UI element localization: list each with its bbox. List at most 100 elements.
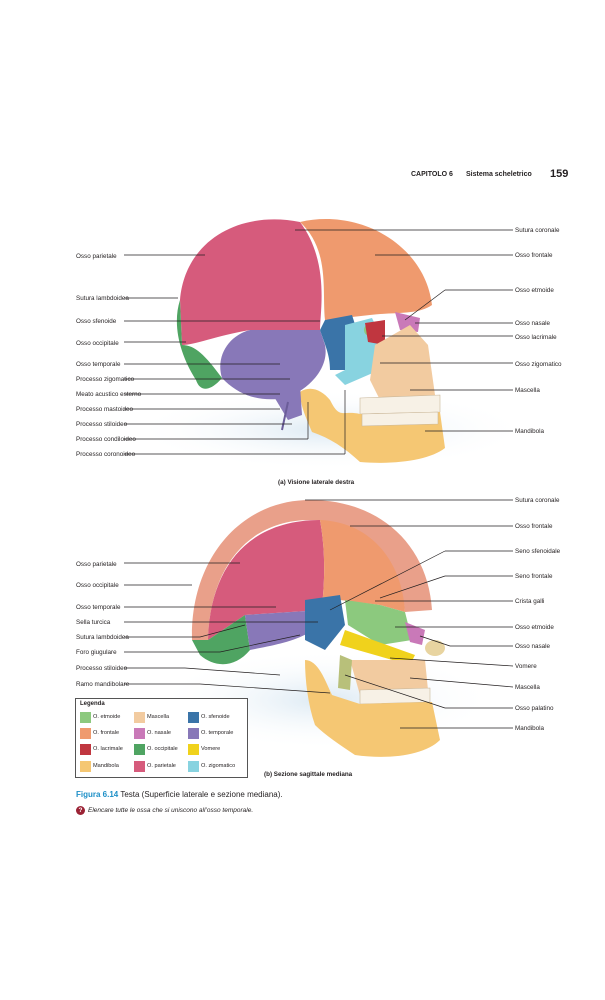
skull-lateral-view bbox=[130, 219, 530, 470]
legend-swatch bbox=[134, 744, 145, 755]
section-title: Sistema scheletrico bbox=[466, 171, 532, 178]
legend-swatch bbox=[134, 728, 145, 739]
legend-title: Legenda bbox=[80, 701, 105, 707]
lacrimal-bone bbox=[365, 320, 385, 345]
legend-swatch bbox=[80, 728, 91, 739]
label-a-lacrimal: Osso lacrimale bbox=[515, 334, 557, 341]
legend-swatch bbox=[134, 761, 145, 772]
parietal-bone bbox=[180, 219, 322, 345]
label-b-crista-galli: Crista galli bbox=[515, 598, 544, 605]
frontal-bone bbox=[300, 219, 432, 320]
legend-item: O. temporale bbox=[188, 728, 233, 739]
label-b-temporal: Osso temporale bbox=[76, 604, 121, 611]
upper-teeth bbox=[359, 687, 431, 705]
label-a-frontal: Osso frontale bbox=[515, 252, 553, 259]
label-a-mastoid: Processo mastoideo bbox=[76, 406, 134, 413]
chapter-label: CAPITOLO 6 bbox=[411, 171, 453, 178]
label-a-acoustic-meatus: Meato acustico esterno bbox=[76, 391, 142, 398]
legend-swatch bbox=[80, 744, 91, 755]
temporal-bone bbox=[220, 330, 326, 400]
legend-item: Mascella bbox=[134, 712, 169, 723]
label-a-zygomatic-process: Processo zigomatico bbox=[76, 376, 135, 383]
legend-item: O. occipitale bbox=[134, 744, 178, 755]
label-b-sphenoid-sinus: Seno sfenoidale bbox=[515, 548, 561, 555]
label-b-styloid: Processo stiloideo bbox=[76, 665, 128, 672]
nasal-bone bbox=[395, 312, 420, 332]
label-a-ethmoid: Osso etmoide bbox=[515, 287, 554, 294]
label-a-condyloid: Processo condiloideo bbox=[76, 436, 136, 443]
legend-swatch bbox=[80, 712, 91, 723]
label-b-mandible: Mandibola bbox=[515, 725, 545, 732]
label-a-occipital: Osso occipitale bbox=[76, 340, 119, 347]
label-b-nasal: Osso nasale bbox=[515, 643, 550, 650]
maxilla bbox=[350, 660, 428, 695]
occipital-bone bbox=[176, 300, 222, 389]
page-number: 159 bbox=[550, 168, 569, 180]
label-b-palatine: Osso palatino bbox=[515, 705, 554, 712]
label-a-maxilla: Mascella bbox=[515, 387, 540, 394]
upper-teeth bbox=[359, 394, 441, 415]
legend-box: Legenda O. etmoide Mascella O. sfenoide … bbox=[75, 698, 248, 778]
nasal-cartilage bbox=[425, 640, 445, 656]
label-a-mandible: Mandibola bbox=[515, 428, 545, 435]
temporal-bone bbox=[245, 610, 322, 650]
label-a-temporal: Osso temporale bbox=[76, 361, 121, 368]
frontal-bone bbox=[320, 520, 405, 612]
legend-swatch bbox=[188, 761, 199, 772]
subtitle-a: (a) Visione laterale destra bbox=[278, 479, 355, 486]
label-a-coronoid: Processo coronoideo bbox=[76, 451, 136, 458]
styloid-process bbox=[281, 401, 289, 431]
legend-item: Mandibola bbox=[80, 761, 119, 772]
label-a-coronal-suture: Sutura coronale bbox=[515, 227, 560, 234]
label-b-vomer: Vomere bbox=[515, 663, 537, 670]
review-question: ?Elencare tutte le ossa che si uniscono … bbox=[76, 806, 253, 815]
legend-item: O. sfenoide bbox=[188, 712, 230, 723]
label-b-mandibular-ramus: Ramo mandibolare bbox=[76, 681, 130, 688]
question-icon: ? bbox=[76, 806, 85, 815]
question-text: Elencare tutte le ossa che si uniscono a… bbox=[88, 807, 254, 814]
legend-swatch bbox=[80, 761, 91, 772]
lower-teeth bbox=[361, 411, 439, 427]
label-b-coronal-suture: Sutura coronale bbox=[515, 497, 560, 504]
legend-item: O. parietale bbox=[134, 761, 176, 772]
palatine-bone bbox=[338, 655, 352, 690]
caption-text: Testa (Superficie laterale e sezione med… bbox=[118, 790, 283, 799]
legend-swatch bbox=[188, 728, 199, 739]
vomer bbox=[340, 630, 415, 665]
legend-item: O. zigomatico bbox=[188, 761, 235, 772]
legend-item: O. etmoide bbox=[80, 712, 120, 723]
figure-caption: Figura 6.14 Testa (Superficie laterale e… bbox=[76, 790, 283, 799]
maxilla bbox=[370, 325, 435, 400]
legend-item: O. frontale bbox=[80, 728, 119, 739]
label-b-occipital: Osso occipitale bbox=[76, 582, 119, 589]
label-b-frontal-sinus: Seno frontale bbox=[515, 573, 553, 580]
label-a-parietal: Osso parietale bbox=[76, 253, 117, 260]
mandible bbox=[305, 660, 440, 757]
legend-swatch bbox=[134, 712, 145, 723]
label-b-ethmoid: Osso etmoide bbox=[515, 624, 554, 631]
label-b-frontal: Osso frontale bbox=[515, 523, 553, 530]
leader-lines-b bbox=[124, 499, 514, 729]
label-b-parietal: Osso parietale bbox=[76, 561, 117, 568]
legend-item: Vomere bbox=[188, 744, 220, 755]
nasal-bone bbox=[405, 622, 425, 645]
label-b-maxilla: Mascella bbox=[515, 684, 540, 691]
parietal-bone bbox=[208, 520, 325, 640]
label-a-sphenoid: Osso sfenoide bbox=[76, 318, 117, 325]
label-b-sella-turcica: Sella turcica bbox=[76, 619, 111, 626]
skull-sagittal-view bbox=[155, 500, 495, 757]
leader-lines-a bbox=[124, 229, 513, 455]
legend-swatch bbox=[188, 712, 199, 723]
label-a-nasal: Osso nasale bbox=[515, 320, 550, 327]
sphenoid-bone bbox=[305, 595, 345, 650]
legend-item: O. lacrimale bbox=[80, 744, 123, 755]
figure-number: Figura 6.14 bbox=[76, 790, 119, 799]
label-a-zygomatic: Osso zigomatico bbox=[515, 361, 562, 368]
ethmoid-bone bbox=[345, 600, 412, 645]
label-a-lambdoid: Sutura lambdoidea bbox=[76, 295, 129, 302]
label-b-lambdoid: Sutura lambdoidea bbox=[76, 634, 129, 641]
cranial-outer-table bbox=[191, 500, 432, 640]
label-b-jugular-foramen: Foro giugulare bbox=[76, 649, 117, 656]
label-a-styloid: Processo stiloideo bbox=[76, 421, 128, 428]
